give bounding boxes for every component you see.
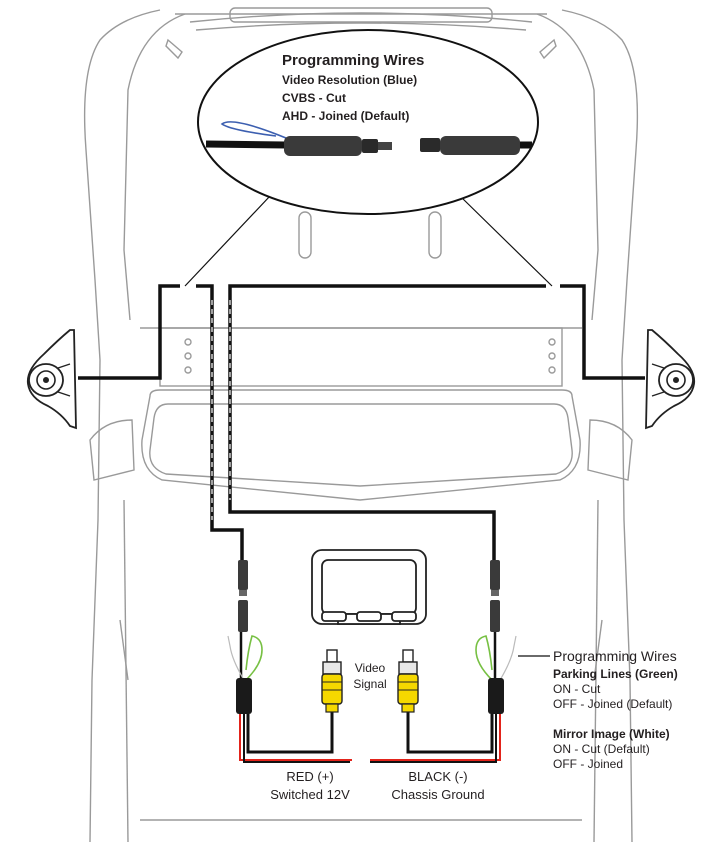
left-white-programming-wire	[227, 635, 245, 681]
left-inline-connector-top	[238, 560, 248, 590]
top-callout-title: Programming Wires	[282, 52, 424, 69]
video-signal-label-line-2: Signal	[353, 677, 386, 691]
top-callout: Programming Wires Video Resolution (Blue…	[184, 29, 553, 287]
parking-lines-on: ON - Cut	[553, 682, 601, 696]
right-video-wire	[406, 712, 494, 754]
parking-lines-off: OFF - Joined (Default)	[553, 697, 672, 711]
callout-leader-line-left	[184, 195, 271, 287]
mirror-image-title: Mirror Image (White)	[553, 727, 670, 741]
camera-cable	[205, 140, 287, 149]
left-inline-connector-bottom	[238, 600, 248, 632]
right-camera	[645, 329, 696, 430]
right-green-programming-wire	[475, 635, 493, 681]
left-camera-wire	[78, 284, 180, 380]
camera-wiring	[78, 284, 645, 560]
callout-ellipse	[197, 29, 539, 215]
black-wire-label: BLACK (-)	[408, 769, 467, 784]
top-callout-line-cvbs: CVBS - Cut	[282, 91, 346, 105]
right-white-programming-wire	[499, 635, 517, 681]
left-video-wire	[246, 712, 334, 754]
right-harness-wire	[228, 284, 546, 560]
rca-plug-right	[397, 649, 419, 713]
callout-leader-line-right	[459, 195, 553, 287]
wire-dash-overlay	[211, 300, 231, 520]
mirror-image-off: OFF - Joined	[553, 757, 623, 771]
video-signal-label-line-1: Video	[355, 661, 386, 675]
top-callout-line-video-resolution: Video Resolution (Blue)	[282, 73, 417, 87]
blue-programming-wire	[220, 121, 287, 139]
left-harness-block	[236, 678, 252, 714]
rca-plug-left	[321, 649, 343, 713]
left-harness-wire	[196, 284, 244, 560]
right-callout-title: Programming Wires	[553, 648, 677, 664]
right-red-wire	[380, 714, 501, 761]
red-wire-label: RED (+)	[286, 769, 333, 784]
right-inline-connector-top	[490, 560, 500, 590]
right-camera-wire	[560, 284, 645, 380]
right-harness	[370, 560, 517, 763]
left-green-programming-wire	[245, 635, 263, 681]
mirror-image-on: ON - Cut (Default)	[553, 742, 650, 756]
left-red-wire	[239, 714, 330, 761]
connector-male	[284, 136, 392, 156]
black-wire-sublabel: Chassis Ground	[391, 787, 484, 802]
vehicle-outline	[83, 7, 639, 842]
right-inline-connector-bottom	[490, 600, 500, 632]
left-camera	[26, 329, 77, 430]
parking-lines-title: Parking Lines (Green)	[553, 667, 678, 681]
monitor	[311, 549, 427, 625]
right-callout: Programming Wires Parking Lines (Green) …	[553, 648, 678, 771]
red-wire-sublabel: Switched 12V	[270, 787, 350, 802]
connector-female	[420, 136, 532, 155]
left-harness	[227, 560, 350, 763]
top-callout-line-ahd: AHD - Joined (Default)	[282, 109, 409, 123]
right-harness-block	[488, 678, 504, 714]
